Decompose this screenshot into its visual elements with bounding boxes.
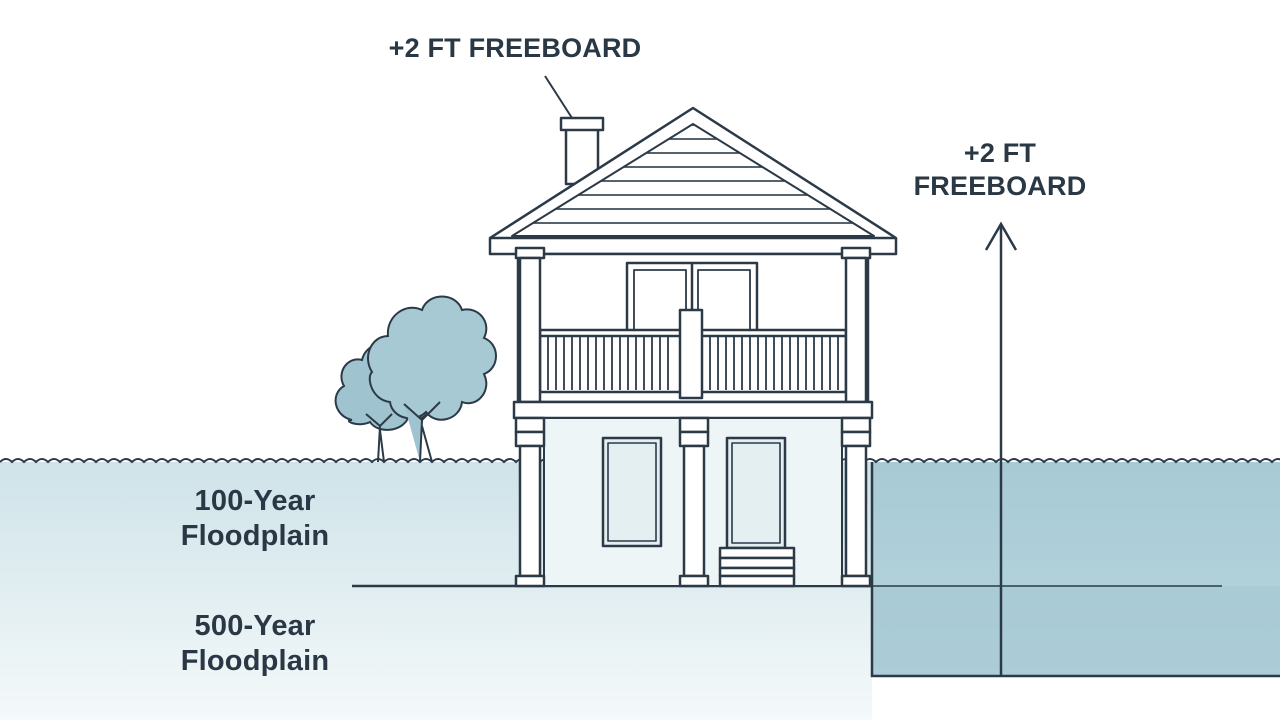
freeboard-right-line2: FREEBOARD — [913, 171, 1087, 201]
arrow-up-icon — [984, 221, 1018, 676]
freeboard-top-label: +2 FT FREEBOARD — [388, 33, 642, 63]
floodplain-500-line2: Floodplain — [180, 645, 330, 677]
floodplain-500-label: 500-Year Floodplain — [150, 609, 360, 679]
deep-water-lower — [872, 586, 1280, 676]
freeboard-right-line1: +2 FT — [963, 138, 1037, 168]
floodplain-100-line1: 100-Year — [194, 485, 316, 517]
floodplain-100-label: 100-Year Floodplain — [150, 484, 360, 554]
floodplain-100-line2: Floodplain — [180, 520, 330, 552]
freeboard-right-label: +2 FT FREEBOARD — [880, 137, 1120, 203]
tree-icon — [334, 295, 497, 463]
floodplain-500-line1: 500-Year — [194, 610, 316, 642]
elevated-house-icon — [488, 75, 898, 588]
deep-zone-outline — [870, 462, 1280, 678]
